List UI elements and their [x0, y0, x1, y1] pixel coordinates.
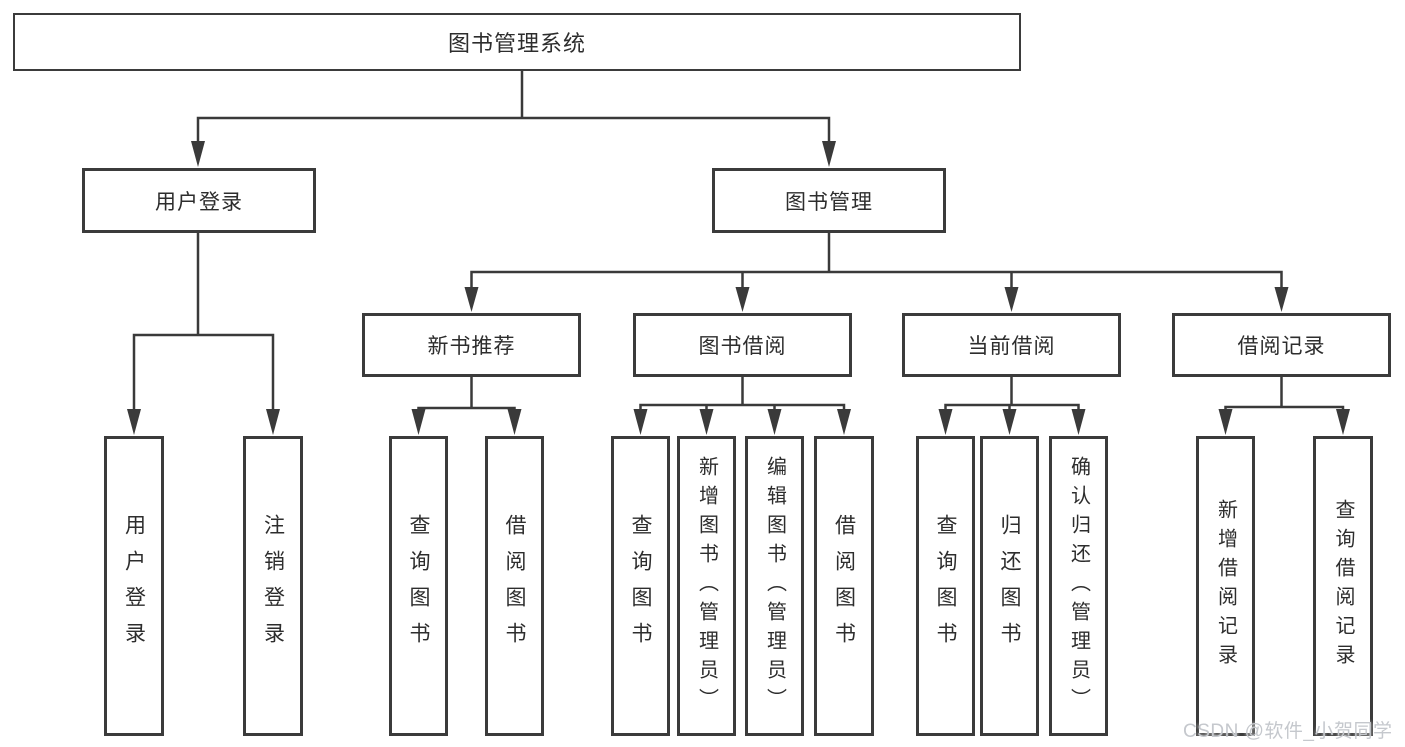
leaf-recommend-borrow-book: 借阅图书 — [485, 436, 544, 736]
leaf-add-borrow-record: 新增借阅记录 — [1196, 436, 1255, 736]
arrowhead-icon — [507, 409, 522, 435]
connector-root-to-level2 — [196, 68, 831, 147]
node-book-management: 图书管理 — [712, 168, 946, 233]
node-label: 归还图书 — [998, 514, 1021, 658]
node-book-borrow: 图书借阅 — [633, 313, 852, 377]
arrowhead-icon — [127, 409, 141, 435]
node-label: 图书借阅 — [698, 335, 787, 358]
arrowhead-icon — [191, 141, 205, 167]
node-borrow-records: 借阅记录 — [1172, 313, 1391, 377]
node-label: 查询图书 — [629, 514, 652, 658]
node-label: 编辑图书（管理员） — [763, 455, 786, 717]
connector-borrow-records-children — [1224, 376, 1345, 415]
arrowhead-icon — [699, 409, 714, 435]
arrowhead-icon — [633, 409, 648, 435]
arrowhead-icon — [1336, 409, 1350, 435]
leaf-add-book-admin: 新增图书（管理员） — [677, 436, 736, 736]
node-label: 查询借阅记录 — [1332, 499, 1354, 673]
node-label: 用户登录 — [155, 190, 243, 214]
arrowhead-icon — [1004, 287, 1019, 312]
node-label: 确认归还（管理员） — [1067, 455, 1090, 717]
node-new-book-recommend: 新书推荐 — [362, 313, 581, 377]
node-label: 图书管理 — [785, 190, 873, 214]
leaf-edit-book-admin: 编辑图书（管理员） — [745, 436, 804, 736]
leaf-user-login: 用户登录 — [104, 436, 164, 736]
arrowhead-icon — [837, 409, 851, 435]
leaf-confirm-return-admin: 确认归还（管理员） — [1049, 436, 1108, 736]
arrowhead-icon — [1274, 287, 1289, 312]
node-label: 借阅记录 — [1237, 335, 1326, 358]
arrowhead-icon — [735, 287, 750, 312]
leaf-borrow-book: 借阅图书 — [814, 436, 874, 736]
arrowhead-icon — [822, 141, 836, 167]
node-label: 查询图书 — [407, 514, 430, 658]
node-current-borrow: 当前借阅 — [902, 313, 1121, 377]
connector-book-borrow-children — [639, 376, 846, 415]
leaf-query-borrow-record: 查询借阅记录 — [1313, 436, 1373, 736]
connector-user-login-children — [132, 231, 275, 415]
node-label: 图书管理系统 — [447, 31, 586, 56]
node-label: 借阅图书 — [832, 514, 856, 658]
arrowhead-icon — [1002, 409, 1017, 435]
leaf-logout: 注销登录 — [243, 436, 303, 736]
connector-new-rec-children — [417, 376, 516, 416]
node-label: 查询图书 — [934, 514, 957, 658]
connector-book-mgmt-children — [470, 231, 1283, 293]
arrowhead-icon — [1071, 409, 1086, 435]
connector-current-borrow-children — [944, 376, 1080, 415]
csdn-watermark: CSDN @软件_小贺同学 — [1183, 721, 1393, 742]
arrowhead-icon — [1218, 409, 1233, 435]
leaf-recommend-query-book: 查询图书 — [389, 436, 448, 736]
leaf-current-query-book: 查询图书 — [916, 436, 975, 736]
node-label: 用户登录 — [122, 514, 146, 658]
node-label: 借阅图书 — [503, 514, 526, 658]
arrowhead-icon — [464, 287, 479, 312]
leaf-return-book: 归还图书 — [980, 436, 1039, 736]
node-label: 注销登录 — [261, 514, 285, 658]
arrowheads — [127, 141, 1350, 435]
node-library-management-system: 图书管理系统 — [13, 13, 1021, 71]
node-label: 新增图书（管理员） — [695, 455, 718, 717]
leaf-borrow-query-book: 查询图书 — [611, 436, 670, 736]
node-user-login: 用户登录 — [82, 168, 316, 233]
arrowhead-icon — [266, 409, 280, 435]
arrowhead-icon — [938, 409, 953, 435]
arrowhead-icon — [767, 409, 782, 435]
arrowhead-icon — [411, 409, 426, 435]
node-label: 新书推荐 — [427, 335, 516, 358]
connector-lines — [132, 68, 1345, 416]
node-label: 新增借阅记录 — [1214, 499, 1237, 673]
node-label: 当前借阅 — [967, 335, 1056, 358]
